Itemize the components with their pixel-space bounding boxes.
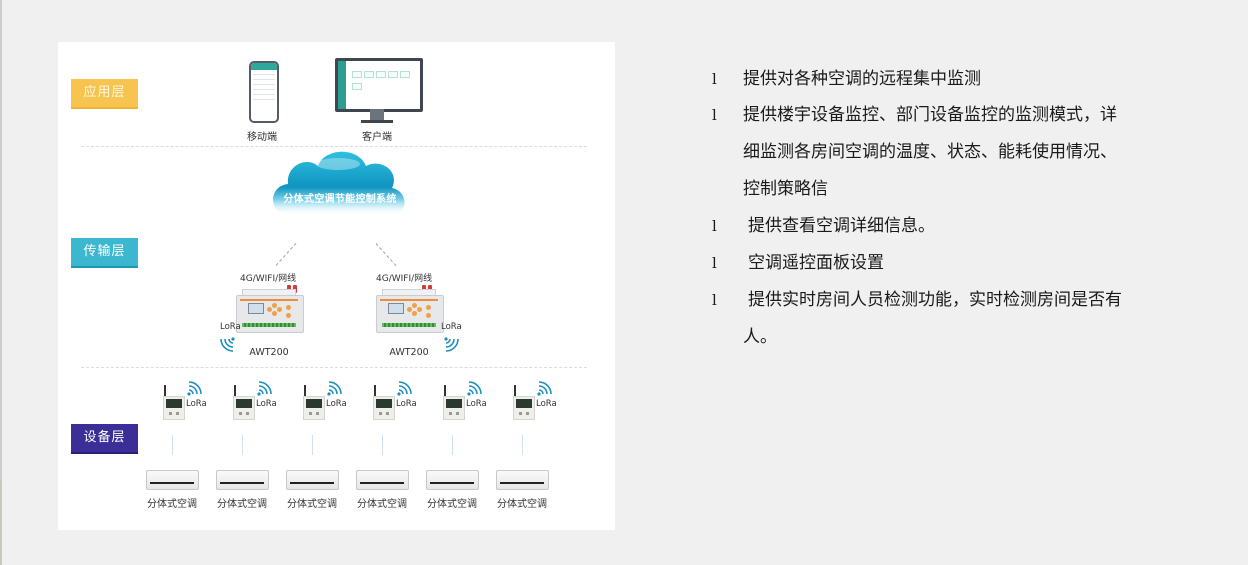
air-conditioner-label: 分体式空调 [427,499,477,510]
gateway-radio-label: LoRa [220,322,241,332]
feature-item: l 空调遥控面板设置 [712,248,1222,278]
wireless-signal-icon [397,381,412,396]
air-conditioner-icon [426,470,479,490]
feature-text: 提供实时房间人员检测功能，实时检测房间是否有 [748,290,1122,310]
air-conditioner-label: 分体式空调 [217,499,267,510]
cloud-icon [273,151,405,216]
wireless-signal-icon [537,381,552,396]
gateway-device [376,285,444,333]
monitor-stand [370,109,384,121]
air-conditioner-icon [216,470,269,490]
feature-list: l 提供对各种空调的远程集中监测 l 提供楼宇设备监控、部门设备监控的监测模式，… [712,64,1222,352]
wireless-signal-icon [327,381,342,396]
feature-text: 提供楼宇设备监控、部门设备监控的监测模式，详 [743,105,1117,125]
bullet-marker: l [712,254,717,272]
air-conditioner-icon [356,470,409,490]
air-conditioner-icon [496,470,549,490]
device-radio-label: LoRa [536,399,557,409]
left-border-bottom [0,480,2,565]
air-conditioner-label: 分体式空调 [357,499,407,510]
gateway-model-label: AWT200 [249,347,289,358]
layer-divider [81,146,587,147]
feature-item: l 提供对各种空调的远程集中监测 [712,64,1222,94]
wireless-signal-icon [444,337,459,352]
system-architecture-diagram: 应用层 传输层 设备层 移动端 客户端 分体式空调节能控制系统 [58,42,615,530]
device-radio-label: LoRa [396,399,417,409]
gateway-device [236,285,304,333]
desktop-client-label: 客户端 [362,132,392,143]
connection-line [275,242,297,266]
device-radio-label: LoRa [186,399,207,409]
feature-text: 人。 [743,327,777,347]
gateway-uplink-label: 4G/WIFI/网线 [240,274,297,284]
feature-item: l 提供实时房间人员检测功能，实时检测房间是否有 人。 [712,285,1222,352]
left-border [0,0,2,565]
wireless-signal-icon [467,381,482,396]
bullet-marker: l [712,291,717,309]
air-conditioner-icon [286,470,339,490]
feature-text: 控制策略信 [743,179,828,199]
wireless-signal-icon [187,381,202,396]
feature-item: l 提供查看空调详细信息。 [712,211,1222,241]
air-conditioner-label: 分体式空调 [287,499,337,510]
air-conditioner-label: 分体式空调 [147,499,197,510]
cloud-system-label: 分体式空调节能控制系统 [283,194,397,205]
air-conditioner-label: 分体式空调 [497,499,547,510]
bullet-marker: l [712,70,717,88]
device-radio-label: LoRa [466,399,487,409]
monitor-base [361,120,393,123]
device-radio-label: LoRa [326,399,347,409]
device-radio-label: LoRa [256,399,277,409]
bullet-marker: l [712,217,717,235]
mobile-client-label: 移动端 [247,132,277,143]
desktop-monitor-icon [335,58,423,112]
bullet-marker: l [712,106,717,124]
layer-label-device: 设备层 [71,424,138,454]
wireless-signal-icon [220,337,235,352]
layer-label-transport: 传输层 [71,238,138,268]
smartphone-icon [249,61,279,123]
connection-line [375,243,397,267]
layer-divider [81,367,587,368]
air-conditioner-icon [146,470,199,490]
gateway-radio-label: LoRa [441,322,462,332]
gateway-model-label: AWT200 [389,347,429,358]
layer-label-app: 应用层 [71,79,138,109]
wireless-signal-icon [257,381,272,396]
feature-text: 提供查看空调详细信息。 [748,216,935,236]
feature-text: 细监测各房间空调的温度、状态、能耗使用情况、 [743,142,1117,162]
feature-item: l 提供楼宇设备监控、部门设备监控的监测模式，详 细监测各房间空调的温度、状态、… [712,100,1222,204]
feature-text: 提供对各种空调的远程集中监测 [743,69,981,89]
feature-text: 空调遥控面板设置 [748,253,884,273]
gateway-uplink-label: 4G/WIFI/网线 [376,274,433,284]
